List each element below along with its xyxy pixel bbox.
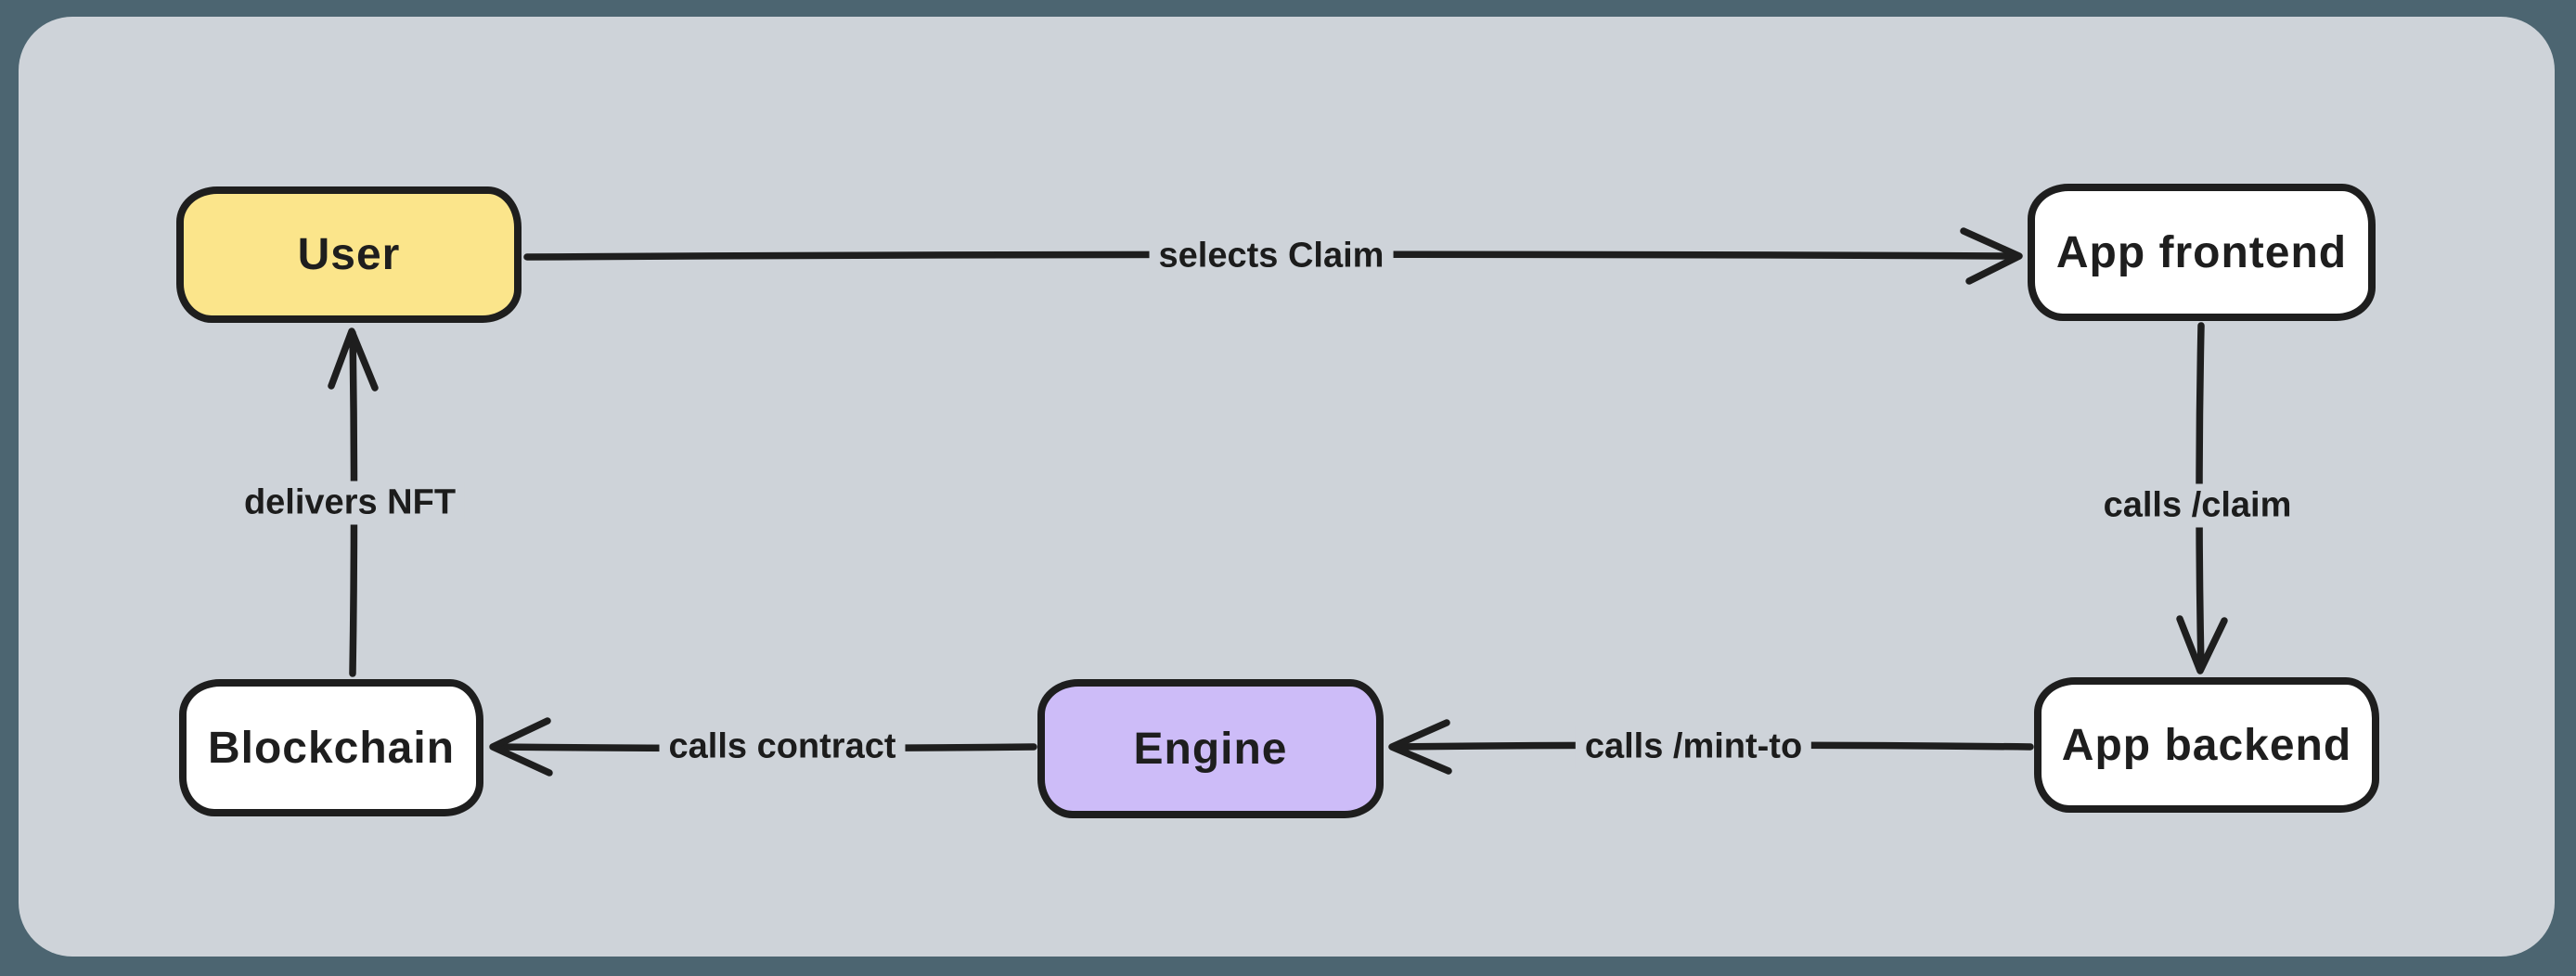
node-user-label: User <box>297 230 401 279</box>
edge-label-selects-claim: selects Claim <box>1149 234 1394 278</box>
node-engine-label: Engine <box>1133 724 1288 774</box>
node-app-frontend-label: App frontend <box>2055 227 2348 277</box>
node-blockchain: Blockchain <box>179 679 483 816</box>
edge-label-calls-contract: calls contract <box>659 725 906 769</box>
edge-label-calls-mint-to: calls /mint-to <box>1575 725 1812 769</box>
node-app-backend-label: App backend <box>2061 720 2352 770</box>
node-app-frontend: App frontend <box>2028 184 2376 321</box>
edge-label-delivers-nft: delivers NFT <box>234 481 466 525</box>
diagram-canvas: User App frontend App backend Engine Blo… <box>19 17 2555 957</box>
node-app-backend: App backend <box>2034 677 2379 813</box>
node-engine: Engine <box>1037 679 1384 818</box>
node-blockchain-label: Blockchain <box>207 723 456 773</box>
node-user: User <box>176 186 522 323</box>
edge-label-calls-claim: calls /claim <box>2093 483 2301 528</box>
